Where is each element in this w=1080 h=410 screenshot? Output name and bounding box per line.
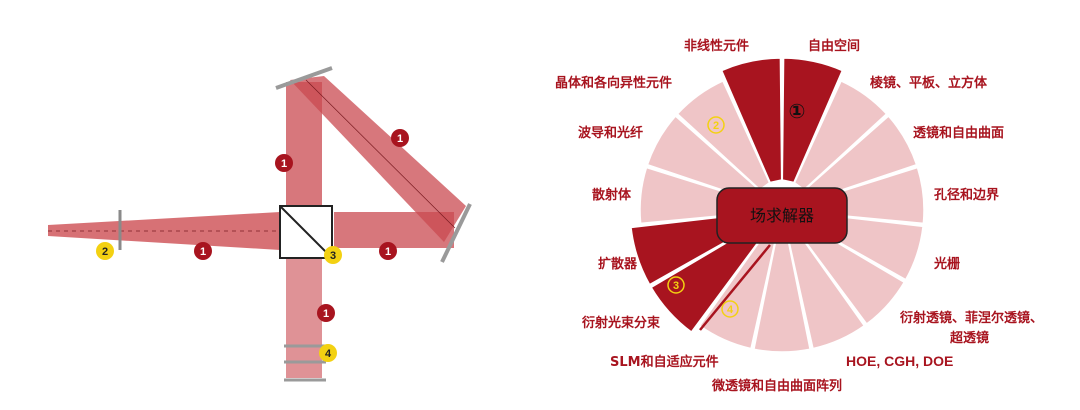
solver-sector-14 — [720, 57, 783, 184]
optical-setup: 1 1 1 1 1 2 3 4 — [48, 66, 472, 382]
badge-1-bottom: 1 — [317, 304, 335, 322]
label-waveguides: 波导和光纤 — [578, 125, 643, 141]
solver-sector-13 — [676, 79, 771, 191]
solver-sector-9 — [650, 224, 766, 334]
solver-sector-6 — [787, 233, 866, 350]
field-solver-wheel: 场求解器 ① 2 3 4 自由空间 棱镜、平板、立方体 透镜和自由曲面 孔径和边… — [555, 38, 1043, 394]
svg-text:1: 1 — [200, 246, 206, 258]
svg-text:1: 1 — [397, 133, 403, 145]
sector-badge-1: ① — [789, 99, 806, 123]
beam-diagonal — [290, 76, 466, 242]
svg-text:1: 1 — [281, 158, 287, 170]
badge-1-right: 1 — [379, 242, 397, 260]
solver-sectors — [630, 57, 925, 353]
svg-text:2: 2 — [713, 120, 719, 132]
solver-sector-5 — [798, 224, 906, 326]
label-apertures: 孔径和边界 — [934, 187, 999, 203]
label-hoe-cgh-doe: HOE, CGH, DOE — [846, 353, 953, 369]
badge-2: 2 — [96, 242, 114, 260]
label-microlens-arrays: 微透镜和自由曲面阵列 — [711, 378, 842, 394]
badge-1-input: 1 — [194, 242, 212, 260]
svg-text:3: 3 — [673, 280, 679, 292]
top-mirror — [275, 66, 333, 90]
center-label: 场求解器 — [750, 206, 814, 225]
pointer-line — [699, 244, 771, 331]
badge-1-diagonal: 1 — [391, 129, 409, 147]
splitter-diagonal — [279, 205, 333, 259]
badge-3: 3 — [324, 246, 342, 264]
svg-text:4: 4 — [325, 348, 332, 360]
label-slm: SLM和自适应元件 — [610, 354, 719, 370]
beam-diagonal-axis — [305, 79, 456, 229]
label-metalens: 超透镜 — [950, 330, 989, 346]
svg-text:1: 1 — [385, 246, 391, 258]
svg-text:2: 2 — [102, 246, 108, 258]
label-gratings: 光栅 — [933, 256, 960, 272]
label-nonlinear: 非线性元件 — [684, 38, 749, 54]
sector-badge-3: 3 — [667, 276, 685, 294]
label-lenses: 透镜和自由曲面 — [913, 125, 1004, 141]
svg-text:3: 3 — [330, 250, 336, 262]
solver-sector-1 — [793, 79, 888, 191]
label-beam-splitting: 衍射光束分束 — [581, 315, 661, 331]
solver-sector-2 — [803, 115, 918, 202]
svg-text:4: 4 — [727, 304, 734, 316]
badge-4: 4 — [319, 344, 337, 362]
badge-1-top: 1 — [275, 154, 293, 172]
label-crystals: 晶体和各向异性元件 — [555, 75, 672, 91]
solver-sector-0 — [781, 57, 844, 184]
label-prisms: 棱镜、平板、立方体 — [870, 75, 988, 91]
label-diffractive-lenses: 衍射透镜、菲涅尔透镜、 — [899, 310, 1043, 326]
center-box — [716, 187, 848, 244]
sector-badge-4: 4 — [721, 300, 739, 318]
right-mirror — [440, 203, 472, 263]
svg-text:1: 1 — [323, 308, 329, 320]
label-scatterer: 散射体 — [592, 187, 632, 203]
sector-badge-2: 2 — [707, 116, 725, 134]
label-free-space: 自由空间 — [808, 38, 860, 54]
label-diffuser: 扩散器 — [598, 256, 638, 272]
beam-down — [286, 258, 322, 378]
solver-sector-12 — [646, 115, 761, 202]
solver-sector-7 — [753, 238, 811, 353]
